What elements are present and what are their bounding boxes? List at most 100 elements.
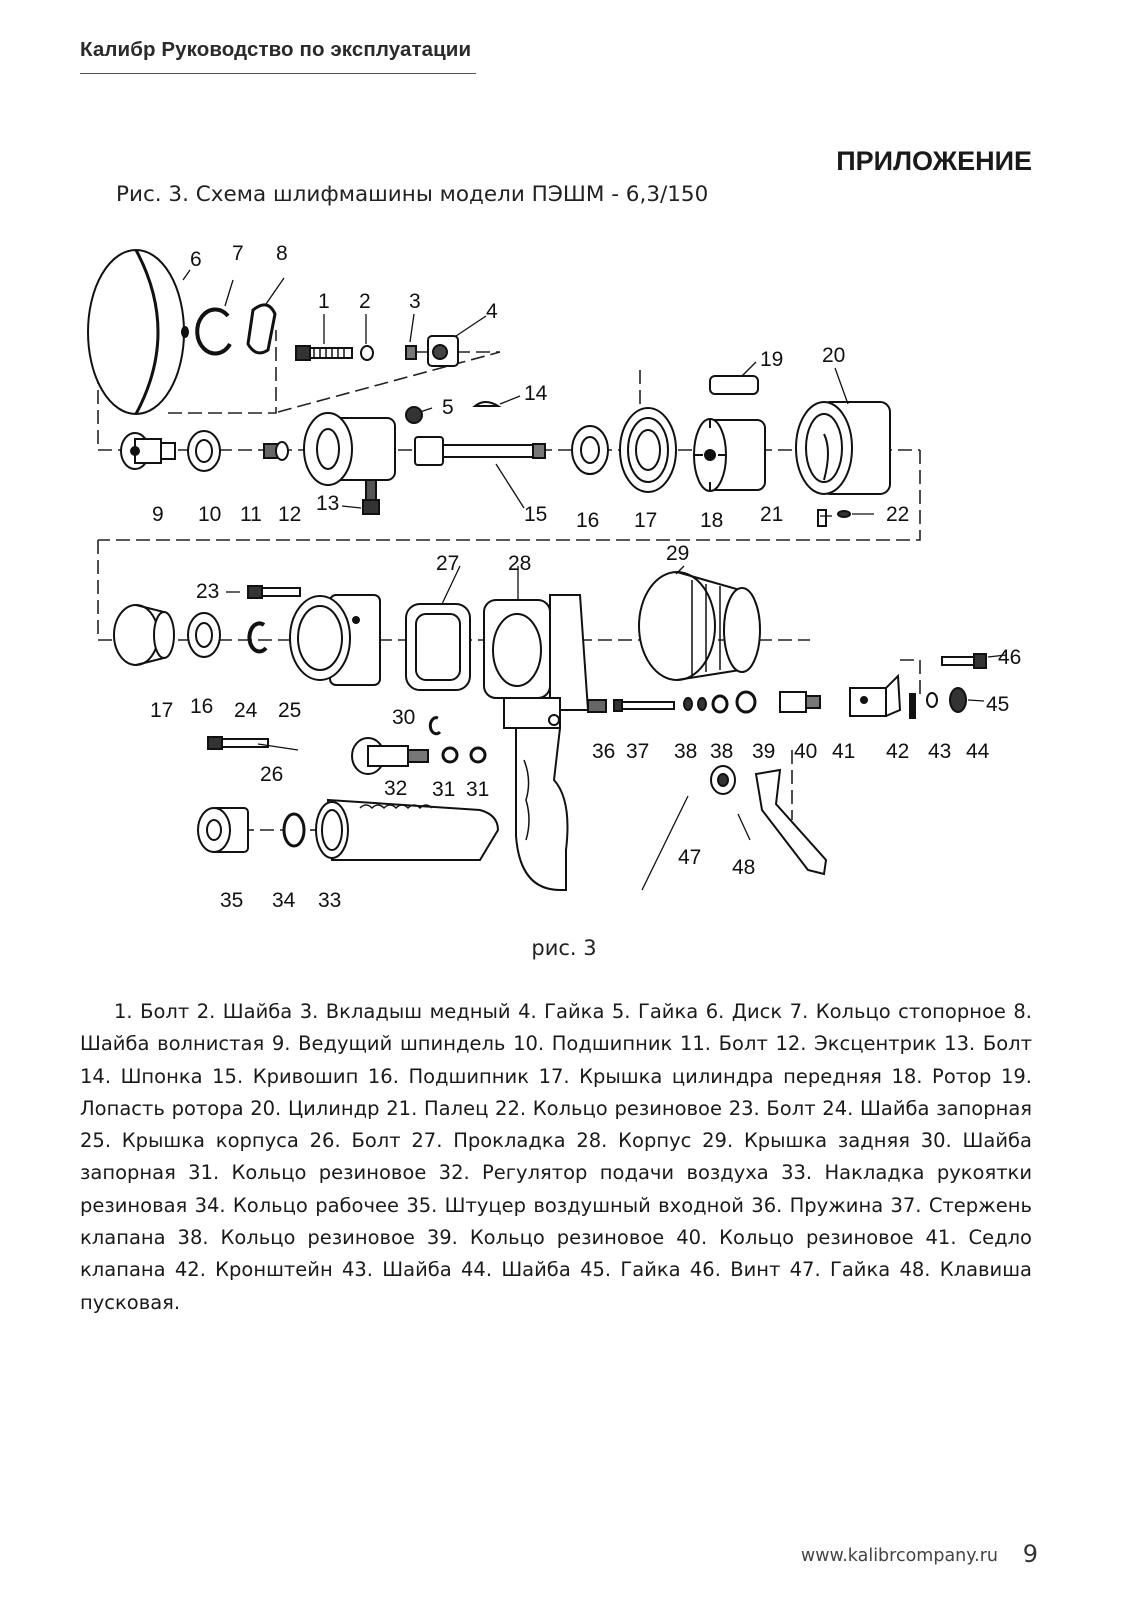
part-label: 19	[760, 348, 783, 371]
air-inlet-fitting-35	[197, 807, 249, 853]
part-label: 13	[316, 492, 339, 515]
rubber-handle-grip-33	[315, 798, 500, 861]
part-label: 30	[392, 706, 415, 729]
part-label: 5	[442, 396, 454, 419]
part-label: 10	[198, 503, 221, 526]
part-label: 23	[196, 580, 219, 603]
locking-washer-24	[247, 621, 268, 654]
part-label: 7	[232, 242, 244, 265]
rubber-ring-38b	[697, 697, 707, 711]
screw-46	[941, 653, 987, 669]
wave-washer-8	[246, 303, 277, 355]
pin-21	[817, 509, 827, 527]
air-regulator-32	[351, 737, 429, 775]
gasket-27	[405, 603, 471, 691]
valve-seat-41	[779, 691, 821, 713]
nut-4	[427, 335, 459, 367]
part-label: 22	[886, 503, 909, 526]
rubber-ring-40	[735, 690, 757, 714]
part-label: 2	[359, 290, 371, 313]
exploded-view-diagram: 6 7 8 1 2 3 4 5 14 19 20 9 10 11 12 13 1…	[80, 240, 1050, 930]
part-label: 31	[466, 778, 489, 801]
part-label: 47	[678, 846, 701, 869]
leader-lines	[182, 269, 1007, 891]
rubber-ring-31b	[469, 746, 487, 764]
part-label: 17	[634, 509, 657, 532]
section-title: ПРИЛОЖЕНИЕ	[836, 146, 1032, 176]
valve-stem-37	[613, 699, 675, 712]
part-label: 37	[626, 740, 649, 763]
part-label: 16	[190, 695, 213, 718]
part-label: 32	[384, 777, 407, 800]
working-ring-34	[282, 812, 306, 848]
bolt-23	[247, 585, 301, 599]
figure-caption: Рис. 3. Схема шлифмашины модели ПЭШМ - 6…	[116, 182, 709, 207]
cylinder-20	[795, 401, 891, 495]
running-header: Калибр Руководство по эксплуатации	[80, 38, 472, 61]
footer-url: www.kalibrcompany.ru	[800, 1546, 998, 1566]
header-rule	[80, 73, 476, 74]
part-label: 20	[822, 344, 845, 367]
front-cylinder-cover-17b	[113, 604, 175, 666]
crankshaft-15	[414, 436, 546, 466]
part-label: 31	[432, 778, 455, 801]
part-label: 18	[700, 509, 723, 532]
part-label: 33	[318, 889, 341, 912]
part-label: 48	[732, 856, 755, 879]
part-label: 21	[760, 503, 783, 526]
part-label: 38	[710, 740, 733, 763]
rotor-18	[693, 418, 766, 492]
eccentric-12	[303, 412, 396, 486]
copper-insert-3	[405, 345, 417, 360]
retaining-ring-7	[195, 307, 232, 356]
part-label: 35	[220, 889, 243, 912]
bearing-10	[187, 430, 221, 472]
part-label: 36	[592, 740, 615, 763]
key-14	[472, 401, 502, 407]
trigger-lever-48	[754, 768, 828, 876]
bolt-1	[295, 345, 353, 361]
rotor-blade-19	[709, 375, 759, 395]
drive-spindle-9	[120, 432, 176, 470]
bolt-13	[362, 479, 380, 515]
part-label: 42	[886, 740, 909, 763]
part-label: 41	[832, 740, 855, 763]
front-cylinder-cover-17	[619, 407, 677, 493]
part-label: 45	[986, 693, 1009, 716]
housing-cover-25	[289, 594, 381, 686]
washer-44	[926, 692, 938, 708]
bracket-42	[849, 673, 902, 717]
washer-2	[360, 345, 374, 361]
bearing-16	[571, 425, 609, 475]
nut-5	[405, 406, 423, 424]
part-label: 11	[240, 503, 262, 526]
part-label: 8	[276, 242, 288, 265]
rubber-ring-22	[837, 510, 851, 518]
nut-47	[710, 765, 736, 795]
spring-36	[587, 699, 607, 713]
rubber-ring-38a	[683, 697, 693, 711]
part-label: 28	[508, 552, 531, 575]
part-label: 40	[794, 740, 817, 763]
part-label: 39	[752, 740, 775, 763]
washer-43	[909, 693, 916, 719]
part-label: 12	[278, 503, 301, 526]
part-label: 38	[674, 740, 697, 763]
part-label: 26	[260, 763, 283, 786]
part-label: 43	[928, 740, 951, 763]
rear-cover-29	[638, 571, 761, 681]
part-label: 34	[272, 889, 296, 912]
part-label: 1	[318, 290, 330, 313]
disk-part-6	[87, 249, 189, 415]
rubber-ring-39	[711, 694, 729, 714]
figure-reference: рис. 3	[531, 936, 597, 960]
part-labels: 6 7 8 1 2 3 4 5 14 19 20 9 10 11 12 13 1…	[150, 242, 1021, 912]
nut-45	[949, 687, 967, 713]
part-label: 25	[278, 699, 301, 722]
part-label: 3	[409, 290, 421, 313]
part-label: 6	[190, 248, 202, 271]
part-label: 4	[486, 300, 498, 323]
part-label: 44	[966, 740, 990, 763]
part-label: 27	[436, 552, 459, 575]
part-label: 29	[666, 542, 689, 565]
